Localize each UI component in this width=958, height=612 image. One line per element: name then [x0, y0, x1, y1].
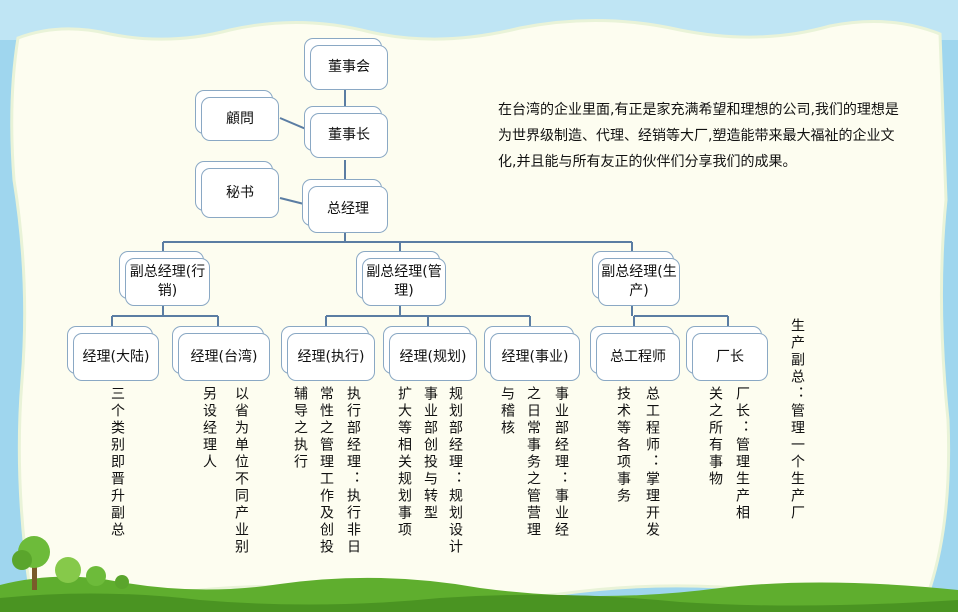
note-taiwan-1: 另设经理人 [201, 386, 217, 471]
note-business-1: 与稽核 [499, 386, 515, 437]
note-execution-3: 执行部经理：执行非日 [345, 386, 361, 556]
general-manager-node: 总经理 [308, 186, 388, 233]
manager-execution-node: 经理(执行) [287, 333, 375, 381]
note-planning-2: 事业部创投与转型 [422, 386, 438, 522]
note-vp-production: 生产副总：管理一个生产厂 [789, 318, 805, 522]
vp-marketing-node: 副总经理(行销) [125, 258, 210, 306]
advisor-node: 顧問 [201, 97, 279, 141]
mission-statement: 在台湾的企业里面,有正是家充满希望和理想的公司,我们的理想是为世界级制造、代理、… [498, 102, 899, 170]
note-factory-2: 厂长：管理生产相 [734, 386, 750, 522]
manager-planning-node: 经理(规划) [389, 333, 477, 381]
chairman-node: 董事长 [310, 113, 388, 158]
note-taiwan-2: 以省为单位不同产业别 [233, 386, 249, 556]
vp-management-node: 副总经理(管理) [362, 258, 446, 306]
manager-business-node: 经理(事业) [490, 333, 580, 381]
note-business-3: 事业部经理：事业经 [553, 386, 569, 539]
note-planning-1: 扩大等相关规划事项 [396, 386, 412, 539]
tree-illustration [12, 536, 129, 590]
note-factory-1: 关之所有事物 [707, 386, 723, 488]
note-engineer-2: 总工程师：掌理开发 [644, 386, 660, 539]
board-node: 董事会 [310, 45, 388, 90]
note-execution-1: 辅导之执行 [292, 386, 308, 471]
chief-engineer-node: 总工程师 [596, 333, 680, 381]
manager-taiwan-node: 经理(台湾) [178, 333, 270, 381]
vp-production-node: 副总经理(生产) [598, 258, 680, 306]
note-execution-2: 常性之管理工作及创投 [318, 386, 334, 556]
factory-director-node: 厂长 [692, 333, 768, 381]
manager-mainland-node: 经理(大陆) [73, 333, 159, 381]
note-engineer-1: 技术等各项事务 [615, 386, 631, 505]
note-business-2: 之日常事务之管营理 [525, 386, 541, 539]
note-mainland: 三个类别即晋升副总 [109, 386, 125, 539]
secretary-node: 秘书 [201, 168, 279, 218]
note-planning-3: 规划部经理：规划设计 [447, 386, 463, 556]
